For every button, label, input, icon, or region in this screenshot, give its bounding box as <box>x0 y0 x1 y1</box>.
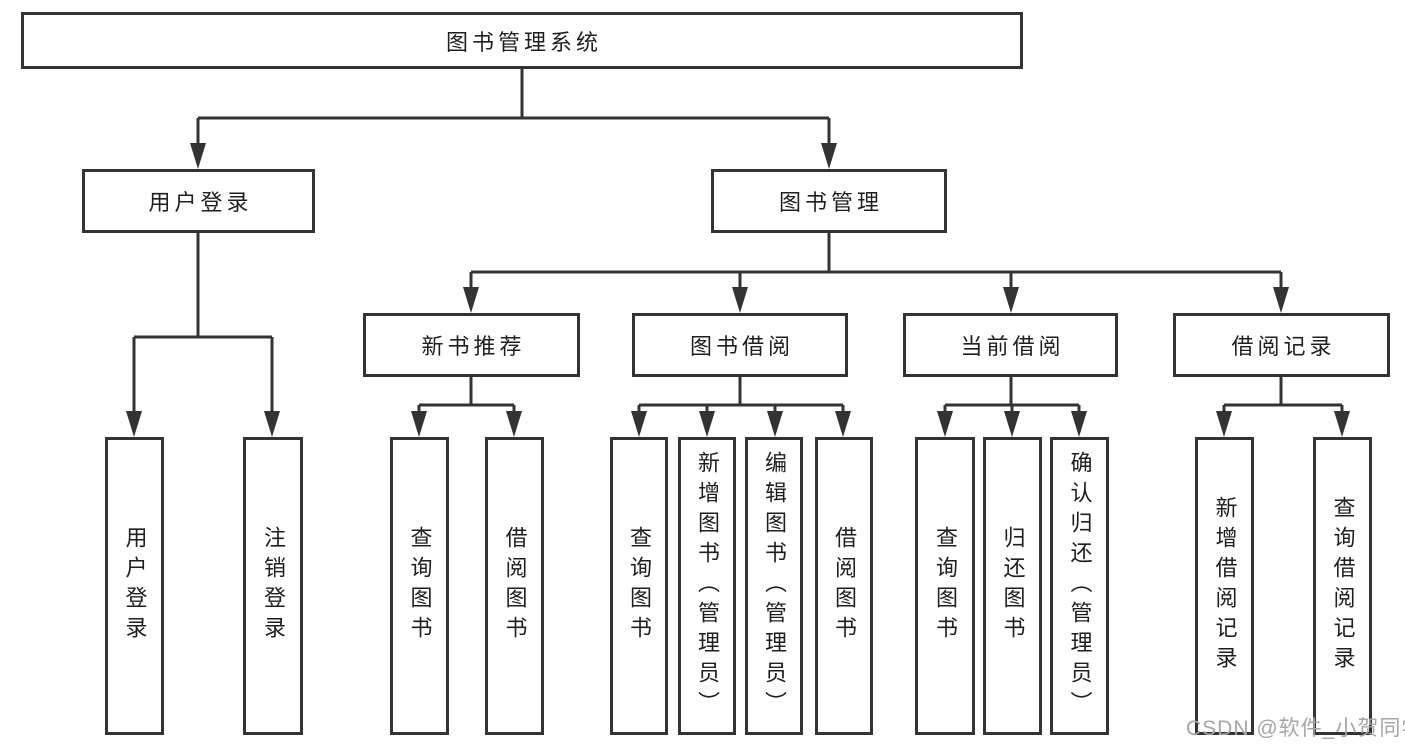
leaf-return-books: 归还图书 <box>983 437 1042 735</box>
arrowhead <box>506 411 522 437</box>
node-label: 注销登录 <box>261 526 286 646</box>
node-library-system: 图书管理系统 <box>21 12 1023 69</box>
node-book-management-module: 图书管理 <box>711 169 947 233</box>
leaf-borrowing-borrow-books: 借阅图书 <box>815 437 873 735</box>
leaf-add-books-admin: 新增图书（管理员） <box>678 437 736 735</box>
node-borrowing-records: 借阅记录 <box>1173 313 1390 377</box>
arrowhead <box>1003 287 1019 313</box>
node-new-book-recommendation: 新书推荐 <box>363 313 580 377</box>
arrowhead <box>937 411 953 437</box>
arrowhead <box>699 411 715 437</box>
leaf-recommend-query-books: 查询图书 <box>390 437 449 735</box>
node-label: 用户登录 <box>148 190 253 215</box>
arrowhead <box>732 287 748 313</box>
node-label: 查询图书 <box>407 526 433 646</box>
connector-current-borrowing-branch <box>943 377 1081 414</box>
node-label: 借阅图书 <box>832 526 857 646</box>
leaf-logout: 注销登录 <box>243 437 303 735</box>
node-label: 图书借阅 <box>689 334 794 359</box>
connector-book-management-branch <box>469 233 1283 290</box>
connector-recommendation-branch <box>417 377 516 414</box>
node-label: 借阅图书 <box>502 526 528 646</box>
leaf-recommend-borrow-books: 借阅图书 <box>485 437 544 735</box>
leaf-borrowing-query-books: 查询图书 <box>610 437 668 735</box>
arrowhead <box>126 411 142 437</box>
node-label: 确认归还（管理员） <box>1067 451 1093 721</box>
node-label: 新增借阅记录 <box>1212 496 1238 676</box>
node-label: 编辑图书（管理员） <box>762 451 787 721</box>
arrowhead <box>1273 287 1289 313</box>
arrowhead <box>190 143 206 169</box>
leaf-query-borrow-record: 查询借阅记录 <box>1313 437 1372 735</box>
connector-user-login-branch <box>132 233 274 414</box>
leaf-edit-books-admin: 编辑图书（管理员） <box>745 437 803 735</box>
arrowhead <box>264 411 280 437</box>
leaf-add-borrow-record: 新增借阅记录 <box>1195 437 1254 735</box>
node-label: 图书管理系统 <box>445 29 602 55</box>
arrowhead <box>767 411 783 437</box>
connector-borrowing-branch <box>637 377 845 414</box>
node-label: 新增图书（管理员） <box>695 451 720 721</box>
node-current-borrowing: 当前借阅 <box>903 313 1118 377</box>
arrowhead <box>1334 411 1350 437</box>
arrowhead <box>821 143 837 169</box>
node-label: 归还图书 <box>1000 526 1026 646</box>
arrowhead <box>1216 411 1232 437</box>
connector-root-branch <box>196 68 831 146</box>
watermark: CSDN @软件_小贺同学 <box>1186 717 1405 740</box>
node-label: 新书推荐 <box>421 334 526 359</box>
leaf-confirm-return-admin: 确认归还（管理员） <box>1050 437 1109 735</box>
node-label: 查询借阅记录 <box>1330 496 1356 676</box>
node-label: 借阅记录 <box>1231 334 1336 359</box>
arrowhead <box>835 411 851 437</box>
node-label: 用户登录 <box>122 526 148 646</box>
node-label: 图书管理 <box>778 190 883 215</box>
arrowhead <box>463 287 479 313</box>
node-book-borrowing: 图书借阅 <box>632 313 848 377</box>
arrowhead <box>631 411 647 437</box>
node-user-login-module: 用户登录 <box>82 169 315 233</box>
arrowhead <box>1004 411 1020 437</box>
leaf-current-query-books: 查询图书 <box>915 437 975 735</box>
node-label: 查询图书 <box>933 526 958 646</box>
node-label: 查询图书 <box>627 526 652 646</box>
node-label: 当前借阅 <box>960 334 1065 359</box>
arrowhead <box>1071 411 1087 437</box>
arrowhead <box>411 411 427 437</box>
leaf-user-login: 用户登录 <box>105 437 164 735</box>
connector-records-branch <box>1222 377 1344 414</box>
